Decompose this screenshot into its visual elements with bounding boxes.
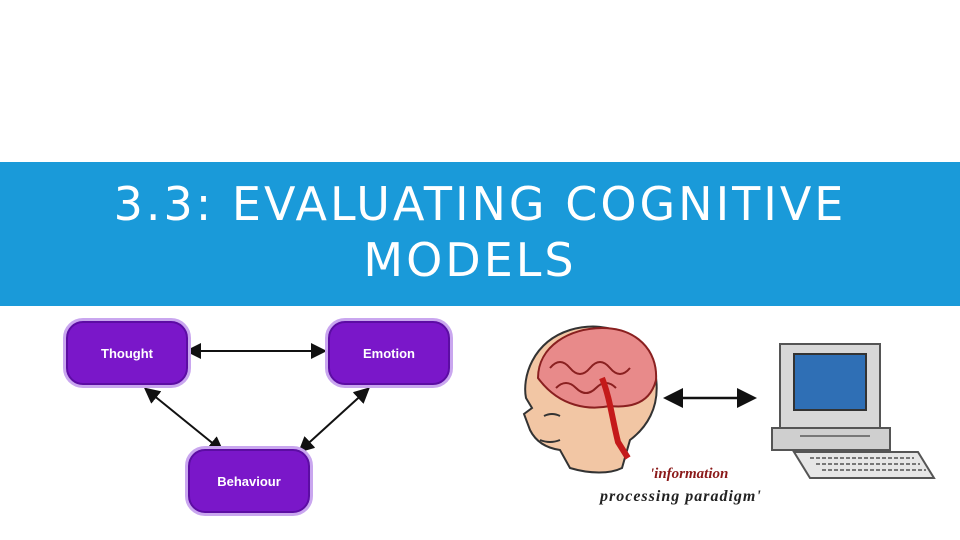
information-processing-illustration: 'information processing paradigm'	[510, 318, 950, 528]
brain-head-icon	[522, 325, 658, 474]
arrow-thought-behaviour	[143, 387, 225, 453]
caption-line-1: 'information	[650, 466, 729, 482]
slide-title-line-2: MODELS	[363, 233, 577, 287]
node-thought: Thought	[63, 318, 191, 388]
node-behaviour: Behaviour	[185, 446, 313, 516]
node-emotion: Emotion	[325, 318, 453, 388]
cognitive-triangle-diagram: Thought Emotion Behaviour	[55, 310, 455, 530]
node-behaviour-label: Behaviour	[217, 473, 281, 489]
arrow-emotion-behaviour	[298, 387, 370, 453]
caption-line-2: processing paradigm'	[600, 488, 762, 505]
slide-title: 3.3: EVALUATING COGNITIVE MODELS	[0, 176, 960, 288]
diagram-arrows	[143, 343, 370, 453]
computer-icon	[771, 343, 936, 479]
slide-title-line-1: 3.3: EVALUATING COGNITIVE	[113, 177, 847, 231]
node-emotion-label: Emotion	[363, 345, 415, 361]
node-thought-label: Thought	[101, 345, 153, 361]
title-banner	[0, 162, 960, 306]
